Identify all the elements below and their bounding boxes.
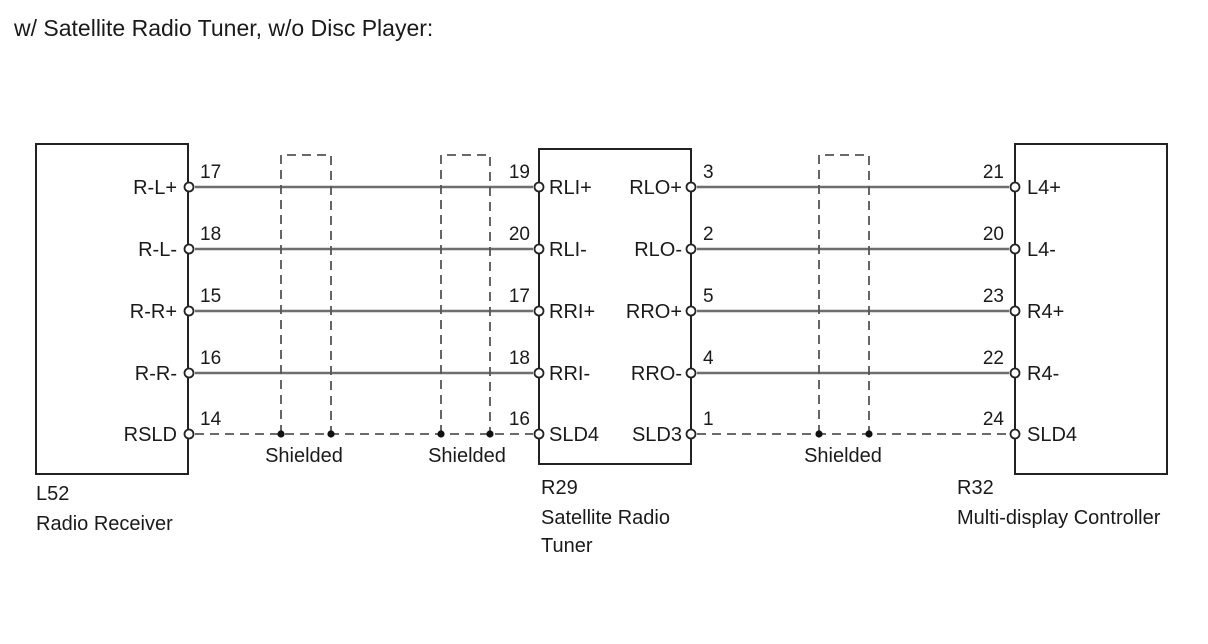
shield-enclosure-3 [818,154,870,434]
middle-input-terminal-label: RLI- [549,239,587,261]
multi-display-controller-code: R32 [957,477,994,499]
terminal-icon [685,305,697,317]
terminal-icon [533,243,545,255]
shield-junction-dot [327,430,335,438]
terminal-icon [685,428,697,440]
middle-input-terminal-label: SLD4 [549,424,599,446]
terminal-icon [183,428,195,440]
middle-output-pin-number: 3 [703,162,714,183]
left-terminal-label: RSLD [124,424,177,446]
middle-output-terminal-label: RRO+ [626,301,682,323]
terminal-icon [533,428,545,440]
shield-junction-dot [815,430,823,438]
left-terminal-label: R-R+ [130,301,177,323]
right-pin-number: 21 [983,162,1004,183]
terminal-icon [533,181,545,193]
shielded-label: Shielded [804,445,882,467]
terminal-icon [1009,243,1021,255]
diagram-title: w/ Satellite Radio Tuner, w/o Disc Playe… [13,15,433,41]
terminal-icon [533,367,545,379]
left-pin-number: 17 [200,162,221,183]
terminal-icon [1009,305,1021,317]
shield-enclosure-1 [280,154,332,434]
left-pin-number: 18 [200,224,221,245]
right-terminal-label: L4- [1027,239,1056,261]
terminal-icon [183,305,195,317]
satellite-radio-tuner-name-line2: Tuner [541,535,593,557]
shield-enclosure-2 [440,154,491,434]
shielded-label: Shielded [428,445,506,467]
middle-input-pin-number: 17 [509,286,530,307]
middle-input-pin-number: 18 [509,348,530,369]
left-pin-number: 14 [200,409,222,430]
multi-display-controller-name: Multi-display Controller [957,507,1161,529]
radio-receiver-name: Radio Receiver [36,513,173,535]
satellite-radio-tuner-code: R29 [541,477,578,499]
radio-receiver-box [35,143,189,475]
left-terminal-label: R-L- [138,239,177,261]
terminal-icon [685,181,697,193]
right-terminal-label: L4+ [1027,177,1061,199]
middle-output-terminal-label: RLO- [634,239,682,261]
terminal-icon [1009,181,1021,193]
middle-output-pin-number: 5 [703,286,714,307]
right-terminal-label: SLD4 [1027,424,1077,446]
right-terminal-label: R4+ [1027,301,1064,323]
right-pin-number: 22 [983,348,1004,369]
middle-output-pin-number: 1 [703,409,714,430]
middle-output-terminal-label: SLD3 [632,424,682,446]
shield-junction-dot [277,430,285,438]
terminal-icon [183,243,195,255]
shield-junction-dot [437,430,445,438]
middle-output-terminal-label: RRO- [631,363,682,385]
middle-output-terminal-label: RLO+ [629,177,682,199]
terminal-icon [183,367,195,379]
right-pin-number: 20 [983,224,1004,245]
left-pin-number: 16 [200,348,221,369]
right-terminal-label: R4- [1027,363,1059,385]
terminal-icon [685,243,697,255]
middle-output-pin-number: 2 [703,224,714,245]
terminal-icon [1009,367,1021,379]
left-pin-number: 15 [200,286,221,307]
left-terminal-label: R-R- [135,363,177,385]
middle-input-terminal-label: RRI+ [549,301,595,323]
middle-output-pin-number: 4 [703,348,714,369]
radio-receiver-code: L52 [36,483,69,505]
middle-input-pin-number: 16 [509,409,530,430]
terminal-icon [183,181,195,193]
terminal-icon [1009,428,1021,440]
middle-input-pin-number: 19 [509,162,530,183]
satellite-radio-tuner-name-line1: Satellite Radio [541,507,670,529]
shield-junction-dot [486,430,494,438]
right-pin-number: 23 [983,286,1004,307]
right-pin-number: 24 [983,409,1005,430]
multi-display-controller-box [1014,143,1168,475]
middle-input-terminal-label: RLI+ [549,177,592,199]
middle-input-pin-number: 20 [509,224,530,245]
shielded-label: Shielded [265,445,343,467]
terminal-icon [685,367,697,379]
shield-junction-dot [865,430,873,438]
satellite-radio-tuner-box [538,148,692,465]
terminal-icon [533,305,545,317]
middle-input-terminal-label: RRI- [549,363,590,385]
left-terminal-label: R-L+ [133,177,177,199]
